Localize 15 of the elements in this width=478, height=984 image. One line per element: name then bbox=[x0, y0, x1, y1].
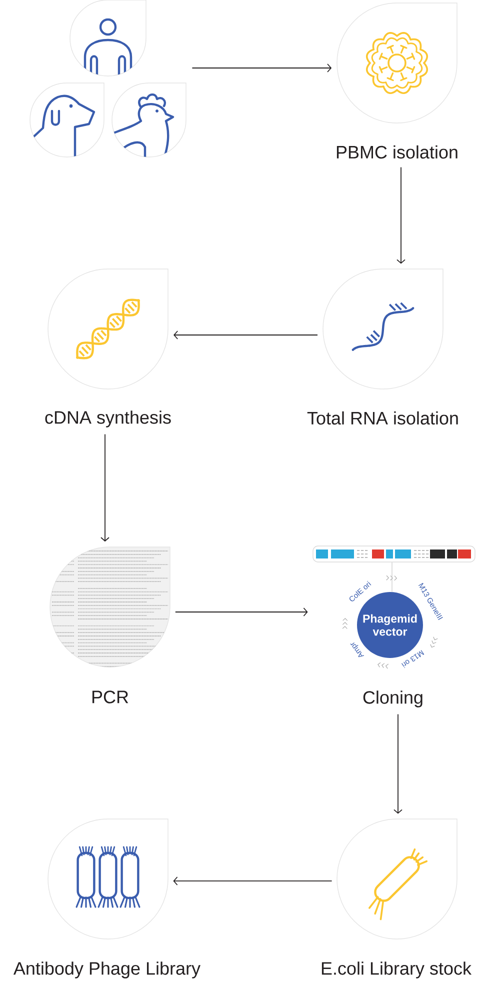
arrow bbox=[173, 876, 332, 886]
arrow bbox=[192, 64, 332, 72]
step-label: Cloning bbox=[363, 690, 422, 708]
gene-map-bar bbox=[312, 546, 476, 562]
arrow bbox=[100, 434, 110, 542]
arrow bbox=[174, 608, 308, 616]
step-label: Antibody Phage Library bbox=[13, 962, 200, 978]
step-label: cDNA synthesis bbox=[45, 410, 171, 428]
step-label: PCR bbox=[92, 690, 128, 704]
arrow bbox=[396, 166, 406, 264]
step-label: Total RNA isolation bbox=[307, 411, 458, 425]
arrow bbox=[394, 714, 402, 814]
arrow bbox=[174, 330, 318, 340]
step-label: E.coli Library stock bbox=[322, 962, 472, 978]
step-label: PBMC isolation bbox=[336, 145, 458, 159]
